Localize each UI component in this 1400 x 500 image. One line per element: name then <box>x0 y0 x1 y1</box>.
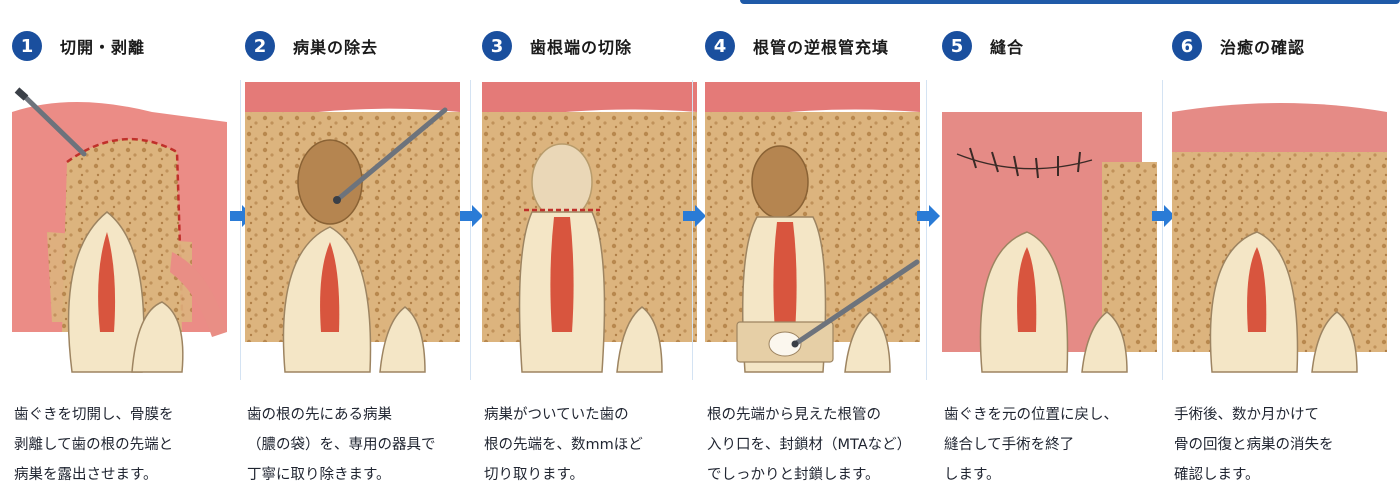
illustration-healing <box>1172 82 1387 387</box>
step-description: 根の先端から見えた根管の 入り口を、封鎖材（MTAなど） でしっかりと封鎖します… <box>707 407 912 483</box>
step-description: 歯ぐきを元の位置に戻し、 縫合して手術を終了 します。 <box>944 407 1118 483</box>
step-3: 3 歯根端の切除 病巣がついていた歯の 根の先端を、数mmほど 切り取ります。 <box>482 28 697 488</box>
step-number-badge: 3 <box>482 31 512 61</box>
step-title: 病巣の除去 <box>293 38 379 57</box>
step-number-badge: 2 <box>245 31 275 61</box>
step-header: 4 根管の逆根管充填 <box>705 28 889 64</box>
sealing-instrument-icon <box>791 259 920 348</box>
divider <box>692 80 693 380</box>
illustration-apex-resection <box>482 82 697 387</box>
step-title: 根管の逆根管充填 <box>753 38 890 57</box>
divider <box>1162 80 1163 380</box>
step-description: 歯ぐきを切開し、骨膜を 剥離して歯の根の先端と 病巣を露出させます。 <box>14 407 174 483</box>
step-title: 歯根端の切除 <box>530 38 633 57</box>
illustration-incision <box>12 82 227 387</box>
step-header: 5 縫合 <box>942 28 1024 64</box>
step-6: 6 治癒の確認 手術後、数か月かけて 骨の回復と病巣の消失を 確認します。 <box>1172 28 1387 488</box>
step-description: 手術後、数か月かけて 骨の回復と病巣の消失を 確認します。 <box>1174 407 1334 483</box>
arrow-right-icon <box>1152 205 1175 227</box>
step-4: 4 根管の逆根管充填 根の先端から見えた根管の 入り口を、封鎖材（MTAなど） … <box>705 28 920 488</box>
arrow-right-icon <box>460 205 483 227</box>
top-accent-bar <box>740 0 1400 4</box>
step-number-badge: 6 <box>1172 31 1202 61</box>
step-header: 3 歯根端の切除 <box>482 28 632 64</box>
step-header: 6 治癒の確認 <box>1172 28 1305 64</box>
step-1: 1 切開・剥離 <box>12 28 227 488</box>
divider <box>926 80 927 380</box>
step-description: 歯の根の先にある病巣 （膿の袋）を、専用の器具で 丁寧に取り除きます。 <box>247 407 436 483</box>
arrow-right-icon <box>683 205 706 227</box>
curette-icon <box>333 107 448 204</box>
step-number-badge: 5 <box>942 31 972 61</box>
step-title: 治癒の確認 <box>1220 38 1306 57</box>
step-2: 2 病巣の除去 歯の根の先にある病巣 （膿の袋）を、専用の器具で 丁寧に取り除き… <box>245 28 460 488</box>
illustration-lesion-removal <box>245 82 460 387</box>
illustration-retrograde-filling <box>705 82 920 387</box>
step-title: 切開・剥離 <box>60 38 146 57</box>
step-title: 縫合 <box>990 38 1025 57</box>
illustration-suture <box>942 82 1157 387</box>
arrow-right-icon <box>917 205 940 227</box>
suture-icon <box>956 147 1093 179</box>
step-number-badge: 1 <box>12 31 42 61</box>
divider <box>240 80 241 380</box>
divider <box>470 80 471 380</box>
step-5: 5 縫合 歯ぐきを元の位置に戻し、 縫合して手術を終了 します。 <box>942 28 1157 488</box>
step-header: 1 切開・剥離 <box>12 28 145 64</box>
step-number-badge: 4 <box>705 31 735 61</box>
step-description: 病巣がついていた歯の 根の先端を、数mmほど 切り取ります。 <box>484 407 643 483</box>
step-header: 2 病巣の除去 <box>245 28 378 64</box>
scalpel-icon <box>14 87 87 157</box>
